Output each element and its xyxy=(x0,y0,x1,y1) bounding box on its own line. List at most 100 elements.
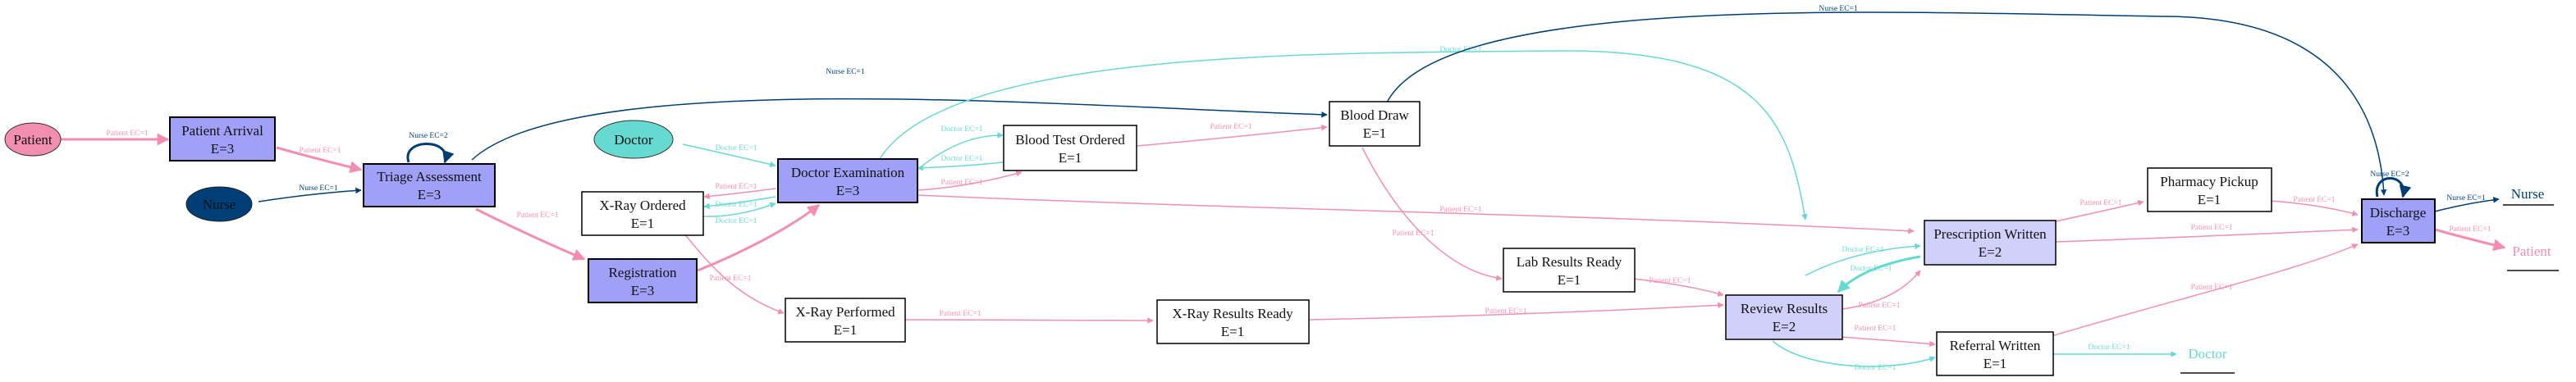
node-title: Pharmacy Pickup xyxy=(2160,174,2258,189)
edge-label: Doctor EC=1 xyxy=(715,217,757,225)
node-count: E=1 xyxy=(1983,356,2006,371)
end-node-label: Doctor xyxy=(2188,346,2227,362)
edge-xray-performed-to-results xyxy=(902,317,1154,324)
node-review-results[interactable]: Review Results E=2 xyxy=(1725,294,1843,340)
node-xray-performed[interactable]: X-Ray Performed E=1 xyxy=(785,298,906,343)
node-count: E=1 xyxy=(1363,125,1386,141)
node-prescription-written[interactable]: Prescription Written E=2 xyxy=(1924,220,2057,266)
edge-exam-to-prescription-patient xyxy=(917,194,1915,234)
start-node-doctor[interactable]: Doctor xyxy=(593,120,674,159)
edge-discharge-to-nurse-end xyxy=(2434,197,2500,212)
edge-discharge-to-patient-end xyxy=(2434,228,2506,252)
node-title: Lab Results Ready xyxy=(1517,254,1622,270)
edge-nurse-start-to-triage xyxy=(258,187,362,202)
node-count: E=1 xyxy=(631,216,654,231)
edge-label: Patient EC=1 xyxy=(1392,230,1434,238)
start-node-nurse[interactable]: Nurse xyxy=(185,186,253,222)
node-title: X-Ray Results Ready xyxy=(1172,306,1293,321)
end-node-doctor[interactable]: Doctor xyxy=(2180,346,2235,374)
start-node-patient[interactable]: Patient xyxy=(4,122,62,157)
edge-label: Patient EC=1 xyxy=(709,275,751,283)
node-pharmacy-pickup[interactable]: Pharmacy Pickup E=1 xyxy=(2147,167,2272,212)
edge-prescription-to-pharmacy xyxy=(2055,199,2144,222)
end-node-patient[interactable]: Patient xyxy=(2507,243,2559,271)
start-node-label: Nurse xyxy=(203,197,236,212)
edge-label: Patient EC=1 xyxy=(1439,206,1481,214)
edge-label: Patient EC=1 xyxy=(516,211,558,220)
edge-label: Patient EC=1 xyxy=(2080,199,2121,207)
edge-blood-draw-to-discharge xyxy=(1386,11,2387,196)
edge-discharge-self-loop xyxy=(2375,177,2412,198)
node-count: E=1 xyxy=(2198,192,2221,207)
edge-pharmacy-to-discharge xyxy=(2271,200,2359,216)
edge-registration-to-doctor-exam xyxy=(697,203,821,272)
node-triage-assessment[interactable]: Triage Assessment E=3 xyxy=(363,163,496,207)
edge-doctor-start-to-exam xyxy=(682,143,776,168)
node-lab-results-ready[interactable]: Lab Results Ready E=1 xyxy=(1503,248,1636,293)
node-title: X-Ray Performed xyxy=(795,304,895,320)
edge-review-to-referral-doctor xyxy=(1772,340,1936,367)
node-count: E=3 xyxy=(211,141,234,157)
edge-blood-test-to-exam xyxy=(917,161,1004,171)
node-count: E=2 xyxy=(1979,244,2002,260)
edge-label: Doctor EC=1 xyxy=(1439,46,1481,54)
node-count: E=1 xyxy=(1059,150,1082,166)
node-title: Referral Written xyxy=(1950,338,2041,353)
node-title: Blood Draw xyxy=(1340,107,1409,123)
node-title: Blood Test Ordered xyxy=(1015,132,1125,148)
node-doctor-examination[interactable]: Doctor Examination E=3 xyxy=(777,158,918,203)
start-node-label: Doctor xyxy=(614,132,653,148)
node-discharge[interactable]: Discharge E=3 xyxy=(2361,198,2436,243)
edge-label: Doctor EC=1 xyxy=(1850,265,1892,273)
edge-label: Patient EC=1 xyxy=(1858,302,1900,310)
node-count: E=3 xyxy=(836,183,859,198)
edge-review-to-prescription-doctor xyxy=(1805,243,1921,276)
edge-triage-to-registration xyxy=(475,207,586,261)
edge-label: Doctor EC=1 xyxy=(715,201,757,209)
edge-blood-test-to-blood-draw xyxy=(1136,125,1328,147)
edge-xray-ordered-to-exam xyxy=(703,202,776,217)
node-title: Triage Assessment xyxy=(377,169,482,184)
edge-label: Patient EC=1 xyxy=(106,130,148,138)
node-count: E=3 xyxy=(2386,223,2409,239)
node-count: E=1 xyxy=(834,322,857,338)
node-title: Patient Arrival xyxy=(181,123,263,139)
edge-label: Patient EC=1 xyxy=(1854,325,1896,333)
node-count: E=3 xyxy=(418,187,441,202)
edge-arrival-to-triage xyxy=(276,146,363,174)
node-referral-written[interactable]: Referral Written E=1 xyxy=(1936,331,2054,376)
node-title: Doctor Examination xyxy=(791,165,905,180)
edge-exam-to-prescription-doctor xyxy=(877,50,1808,221)
node-xray-ordered[interactable]: X-Ray Ordered E=1 xyxy=(581,191,704,236)
end-node-nurse[interactable]: Nurse xyxy=(2503,186,2554,206)
edge-label: Doctor EC=1 xyxy=(1854,364,1896,372)
edge-prescription-to-discharge xyxy=(2055,226,2359,243)
edge-label: Nurse EC=1 xyxy=(299,184,338,193)
edge-blood-draw-to-lab-results xyxy=(1361,147,1503,281)
edges: Patient EC=1 Patient EC=1 Nurse EC=2 Nur… xyxy=(59,5,2506,372)
node-patient-arrival[interactable]: Patient Arrival E=3 xyxy=(169,116,276,161)
edge-exam-to-blood-test-patient xyxy=(917,171,1023,191)
edge-triage-self-loop xyxy=(406,143,455,164)
edge-xray-results-to-review xyxy=(1308,302,1724,321)
edge-label: Nurse EC=1 xyxy=(2446,194,2486,202)
edge-label: Nurse EC=1 xyxy=(826,68,865,76)
node-registration[interactable]: Registration E=3 xyxy=(588,258,698,303)
edge-label: Patient EC=1 xyxy=(940,179,982,187)
end-node-label: Patient xyxy=(2512,243,2551,259)
edge-label: Patient EC=1 xyxy=(2449,225,2491,234)
node-blood-test-ordered[interactable]: Blood Test Ordered E=1 xyxy=(1003,125,1137,171)
edge-label: Nurse EC=1 xyxy=(1819,5,1858,13)
edge-label: Patient EC=1 xyxy=(2190,224,2232,232)
end-node-label: Nurse xyxy=(2511,186,2545,202)
node-title: Registration xyxy=(608,265,677,280)
edge-triage-to-blood-draw xyxy=(471,98,1328,161)
node-blood-draw[interactable]: Blood Draw E=1 xyxy=(1329,101,1421,147)
node-xray-results-ready[interactable]: X-Ray Results Ready E=1 xyxy=(1156,299,1310,344)
edge-label: Doctor EC=1 xyxy=(715,144,757,152)
node-count: E=2 xyxy=(1773,319,1796,334)
edge-label: Patient EC=1 xyxy=(1485,307,1526,316)
edge-label: Patient EC=1 xyxy=(2293,196,2335,204)
edge-label: Doctor EC=1 xyxy=(2088,343,2130,352)
